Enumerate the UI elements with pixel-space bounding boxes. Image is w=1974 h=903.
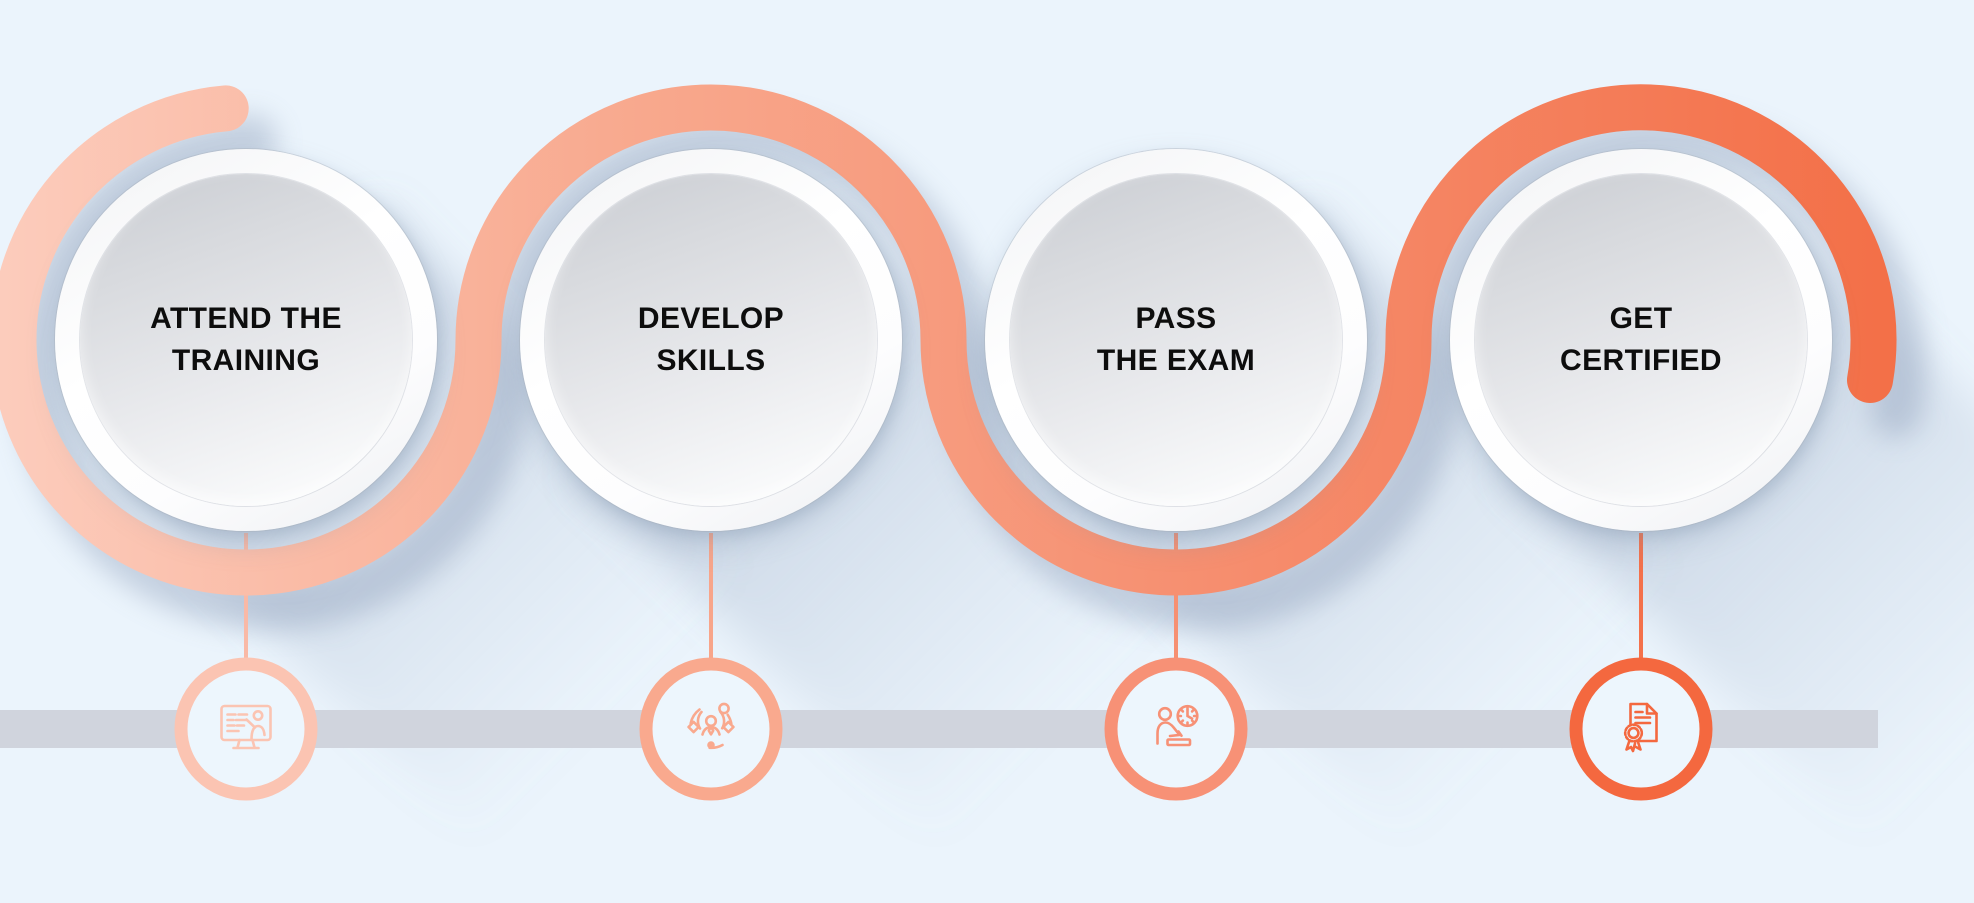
step-circle-pass-exam: PASS THE EXAM — [985, 149, 1367, 531]
step-circle-attend-training: ATTEND THE TRAINING — [55, 149, 437, 531]
icon-ring-training — [174, 657, 318, 801]
step-title-line1: DEVELOP — [637, 302, 785, 335]
step-title-line1: ATTEND THE — [150, 302, 342, 335]
circle-inner-disc — [80, 174, 412, 506]
step-icon-medallion-training — [174, 657, 318, 801]
step-circle-get-certified: GET CERTIFIED — [1450, 149, 1832, 531]
step-title-line2: TRAINING — [171, 344, 321, 377]
step-title: DEVELOP SKILLS — [520, 149, 902, 531]
exam-timer-icon — [1156, 704, 1199, 747]
step-circle-develop-skills: DEVELOP SKILLS — [520, 149, 902, 531]
step-icon-medallion-skills — [639, 657, 783, 801]
circle-inner-disc — [545, 174, 877, 506]
step-icon-medallion-certified — [1569, 657, 1713, 801]
step-title-line1: GET — [1609, 302, 1673, 335]
step-title: ATTEND THE TRAINING — [55, 149, 437, 531]
training-presentation-icon — [220, 704, 272, 750]
circle-inner-disc — [1475, 174, 1807, 506]
step-icon-medallion-exam — [1104, 657, 1248, 801]
circle-inner-disc — [1010, 174, 1342, 506]
step-title-line2: THE EXAM — [1096, 344, 1256, 377]
step-title: GET CERTIFIED — [1450, 149, 1832, 531]
step-title-line2: CERTIFIED — [1560, 344, 1722, 377]
step-title-line1: PASS — [1135, 302, 1217, 335]
step-title-line2: SKILLS — [656, 344, 766, 377]
snake-progress-line — [0, 84, 1897, 596]
certificate-icon — [1623, 702, 1658, 753]
develop-skills-icon — [687, 702, 735, 750]
step-title: PASS THE EXAM — [985, 149, 1367, 531]
